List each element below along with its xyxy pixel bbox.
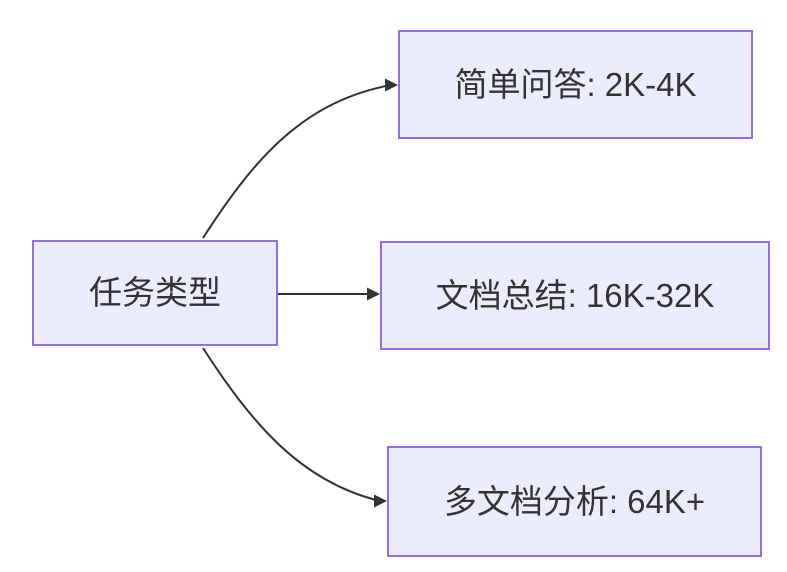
- node-multi-doc-label: 多文档分析: 64K+: [443, 482, 706, 520]
- edge-task-type-to-multi-doc: [202, 347, 377, 501]
- node-task-type-label: 任务类型: [89, 274, 221, 312]
- arrowhead-simple-qa-icon: [385, 78, 398, 92]
- node-multi-doc: 多文档分析: 64K+: [387, 446, 762, 557]
- arrowhead-doc-summary-icon: [367, 287, 380, 301]
- node-doc-summary: 文档总结: 16K-32K: [380, 241, 770, 350]
- edge-task-type-to-simple-qa: [202, 85, 387, 239]
- node-task-type: 任务类型: [32, 240, 278, 346]
- node-doc-summary-label: 文档总结: 16K-32K: [435, 276, 715, 314]
- arrowhead-multi-doc-icon: [374, 494, 387, 508]
- node-simple-qa-label: 简单问答: 2K-4K: [454, 65, 697, 103]
- node-simple-qa: 简单问答: 2K-4K: [398, 30, 753, 139]
